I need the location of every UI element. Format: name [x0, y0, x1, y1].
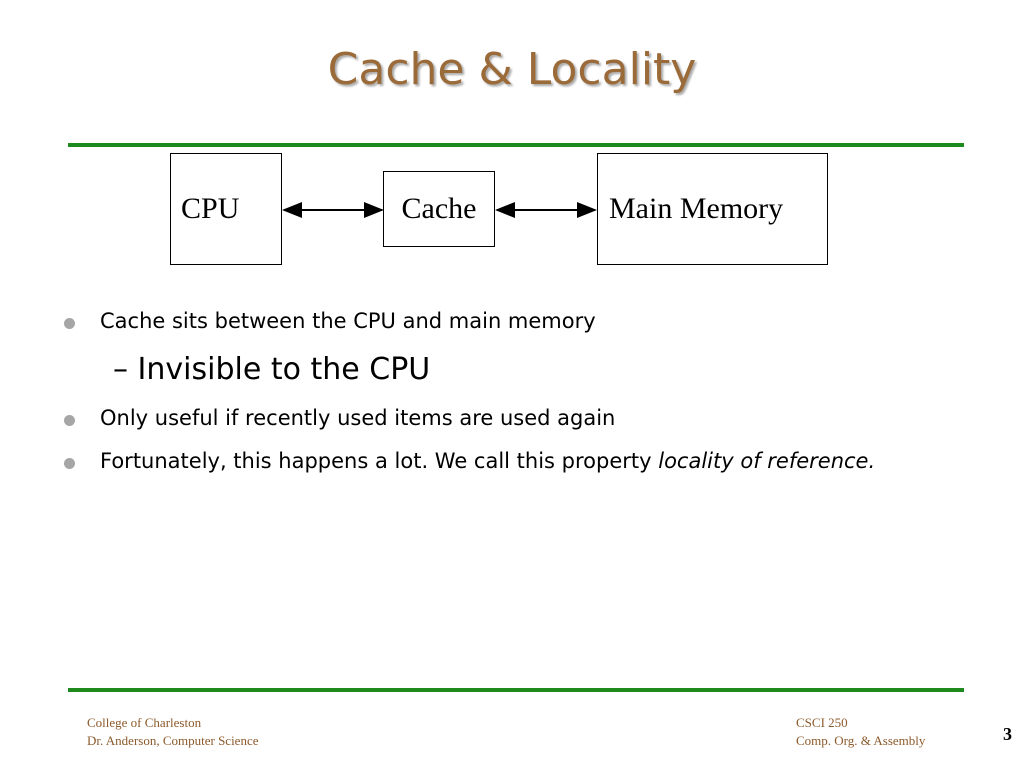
- bullet-item: Only useful if recently used items are u…: [64, 406, 616, 430]
- sub-bullet-dash: –: [113, 352, 128, 387]
- bullet-text: Only useful if recently used items are u…: [100, 406, 616, 430]
- bullet-text: Cache sits between the CPU and main memo…: [100, 309, 596, 333]
- slide-title: Cache & Locality: [327, 44, 697, 95]
- cpu-label: CPU: [181, 192, 240, 225]
- bullet-dot-icon: [64, 415, 75, 426]
- main-memory-label: Main Memory: [609, 192, 784, 225]
- sub-bullet-item: – Invisible to the CPU: [113, 352, 430, 387]
- footer-institution: College of Charleston: [87, 715, 202, 730]
- bullet-emphasis: locality of reference.: [658, 449, 876, 473]
- sub-bullet-text: Invisible to the CPU: [137, 352, 431, 387]
- top-divider: [68, 143, 964, 147]
- footer-course-title: Comp. Org. & Assembly: [796, 733, 926, 748]
- bullet-item: Cache sits between the CPU and main memo…: [64, 309, 596, 333]
- footer-course: CSCI 250: [796, 715, 848, 730]
- cache-label: Cache: [401, 192, 477, 225]
- footer-right: CSCI 250 Comp. Org. & Assembly: [796, 714, 925, 750]
- main-memory-box: Main Memory: [597, 153, 828, 265]
- bullet-dot-icon: [64, 318, 75, 329]
- bullet-text: Fortunately, this happens a lot. We call…: [100, 449, 659, 473]
- cache-diagram: CPU Cache Main Memory: [0, 0, 1024, 300]
- footer-left: College of Charleston Dr. Anderson, Comp…: [87, 714, 259, 750]
- cpu-box: CPU: [170, 153, 282, 265]
- diagram-arrows: [282, 202, 597, 218]
- footer-author: Dr. Anderson, Computer Science: [87, 733, 259, 748]
- page-number: 3: [1003, 724, 1012, 744]
- cache-box: Cache: [383, 171, 495, 247]
- bullet-dot-icon: [64, 458, 75, 469]
- bottom-divider: [68, 688, 964, 692]
- bullet-item: Fortunately, this happens a lot. We call…: [64, 449, 876, 473]
